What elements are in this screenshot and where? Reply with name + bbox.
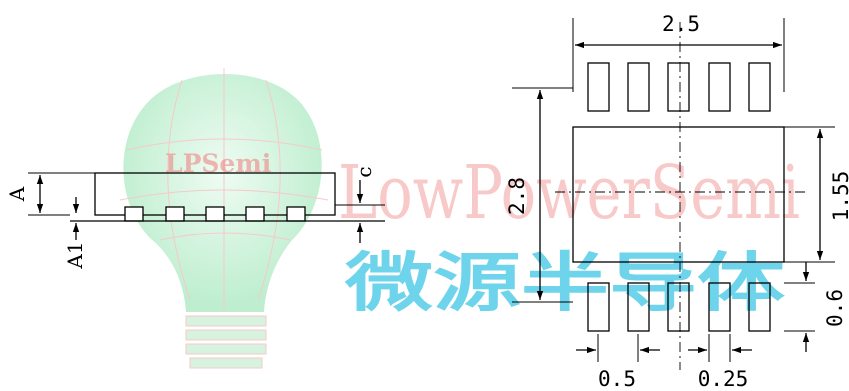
label-c: c — [352, 166, 376, 177]
top-pad — [748, 62, 771, 112]
side-lead — [165, 206, 185, 222]
side-view — [28, 172, 385, 243]
label-width: 2.5 — [662, 12, 700, 36]
label-a1: A1 — [63, 241, 87, 269]
top-pad — [667, 62, 690, 112]
bottom-pad — [587, 282, 610, 332]
top-pad — [708, 62, 731, 112]
bottom-pad — [708, 282, 731, 332]
side-lead — [205, 206, 225, 222]
watermark-chinese-text: 微源半导体 — [344, 247, 785, 321]
watermark: LPSemi LowPowerSemi 微源半导体 — [119, 68, 800, 369]
bottom-pad — [667, 282, 690, 332]
side-lead — [245, 206, 265, 222]
bottom-pads — [587, 282, 771, 332]
side-lead — [124, 206, 144, 222]
label-length: 2.8 — [505, 177, 529, 215]
top-view — [512, 18, 835, 370]
bottom-pad — [627, 282, 650, 332]
label-a: A — [5, 186, 29, 202]
top-pads — [587, 62, 771, 112]
label-lead-length: 0.6 — [823, 289, 847, 327]
watermark-brand-text: LowPowerSemi — [338, 150, 800, 236]
side-lead — [286, 206, 306, 222]
label-body-width: 1.55 — [829, 171, 849, 222]
lightbulb-logo-icon — [119, 68, 329, 369]
label-pitch: 0.5 — [598, 367, 636, 391]
bottom-pad — [748, 282, 771, 332]
top-pad — [627, 62, 650, 112]
label-lead-width: 0.25 — [698, 367, 749, 391]
center-pad — [572, 126, 785, 263]
top-pad — [587, 62, 610, 112]
